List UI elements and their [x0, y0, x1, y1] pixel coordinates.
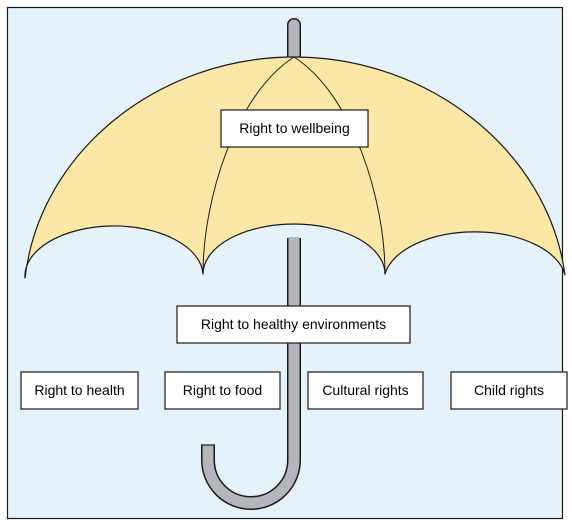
- label-text: Right to wellbeing: [239, 120, 350, 136]
- label-child-rights: Child rights: [450, 371, 568, 410]
- label-text: Right to food: [183, 382, 262, 398]
- label-box: [176, 305, 411, 344]
- label-right-to-wellbeing: Right to wellbeing: [220, 109, 369, 148]
- label-text: Right to health: [34, 382, 124, 398]
- label-right-to-food: Right to food: [164, 371, 281, 410]
- label-box: [450, 371, 568, 410]
- label-box: [164, 371, 281, 410]
- label-cultural-rights: Cultural rights: [307, 371, 424, 410]
- label-text: Child rights: [474, 382, 544, 398]
- label-right-to-health: Right to health: [20, 371, 139, 410]
- label-right-to-healthy-environments: Right to healthy environments: [176, 305, 411, 344]
- label-box: [307, 371, 424, 410]
- label-text: Cultural rights: [322, 382, 408, 398]
- label-box: [20, 371, 139, 410]
- label-box: [220, 109, 369, 148]
- canopy-rib-left: [202, 56, 295, 275]
- label-text: Right to healthy environments: [201, 316, 386, 332]
- canopy-rib-right: [293, 56, 386, 275]
- umbrella-canopy: [24, 56, 566, 279]
- umbrella-handle: [202, 445, 300, 509]
